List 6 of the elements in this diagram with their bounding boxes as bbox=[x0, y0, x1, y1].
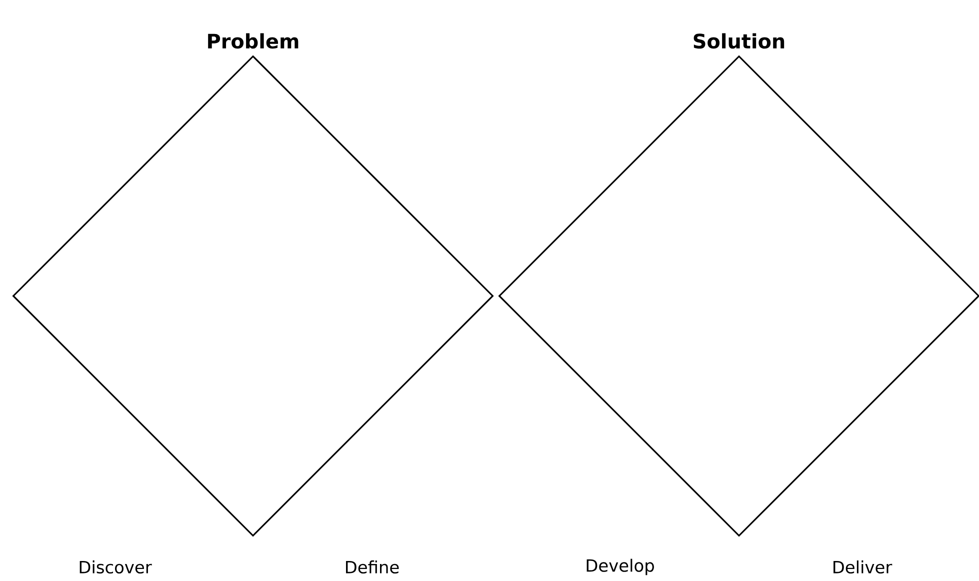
phase-label: Deliver bbox=[834, 560, 892, 574]
heading: Solution bbox=[694, 33, 784, 49]
heading: Problem bbox=[208, 33, 298, 49]
phase-label: Discover bbox=[80, 560, 152, 574]
phase-label: Define bbox=[346, 560, 399, 574]
phase-label: Develop bbox=[586, 558, 654, 576]
